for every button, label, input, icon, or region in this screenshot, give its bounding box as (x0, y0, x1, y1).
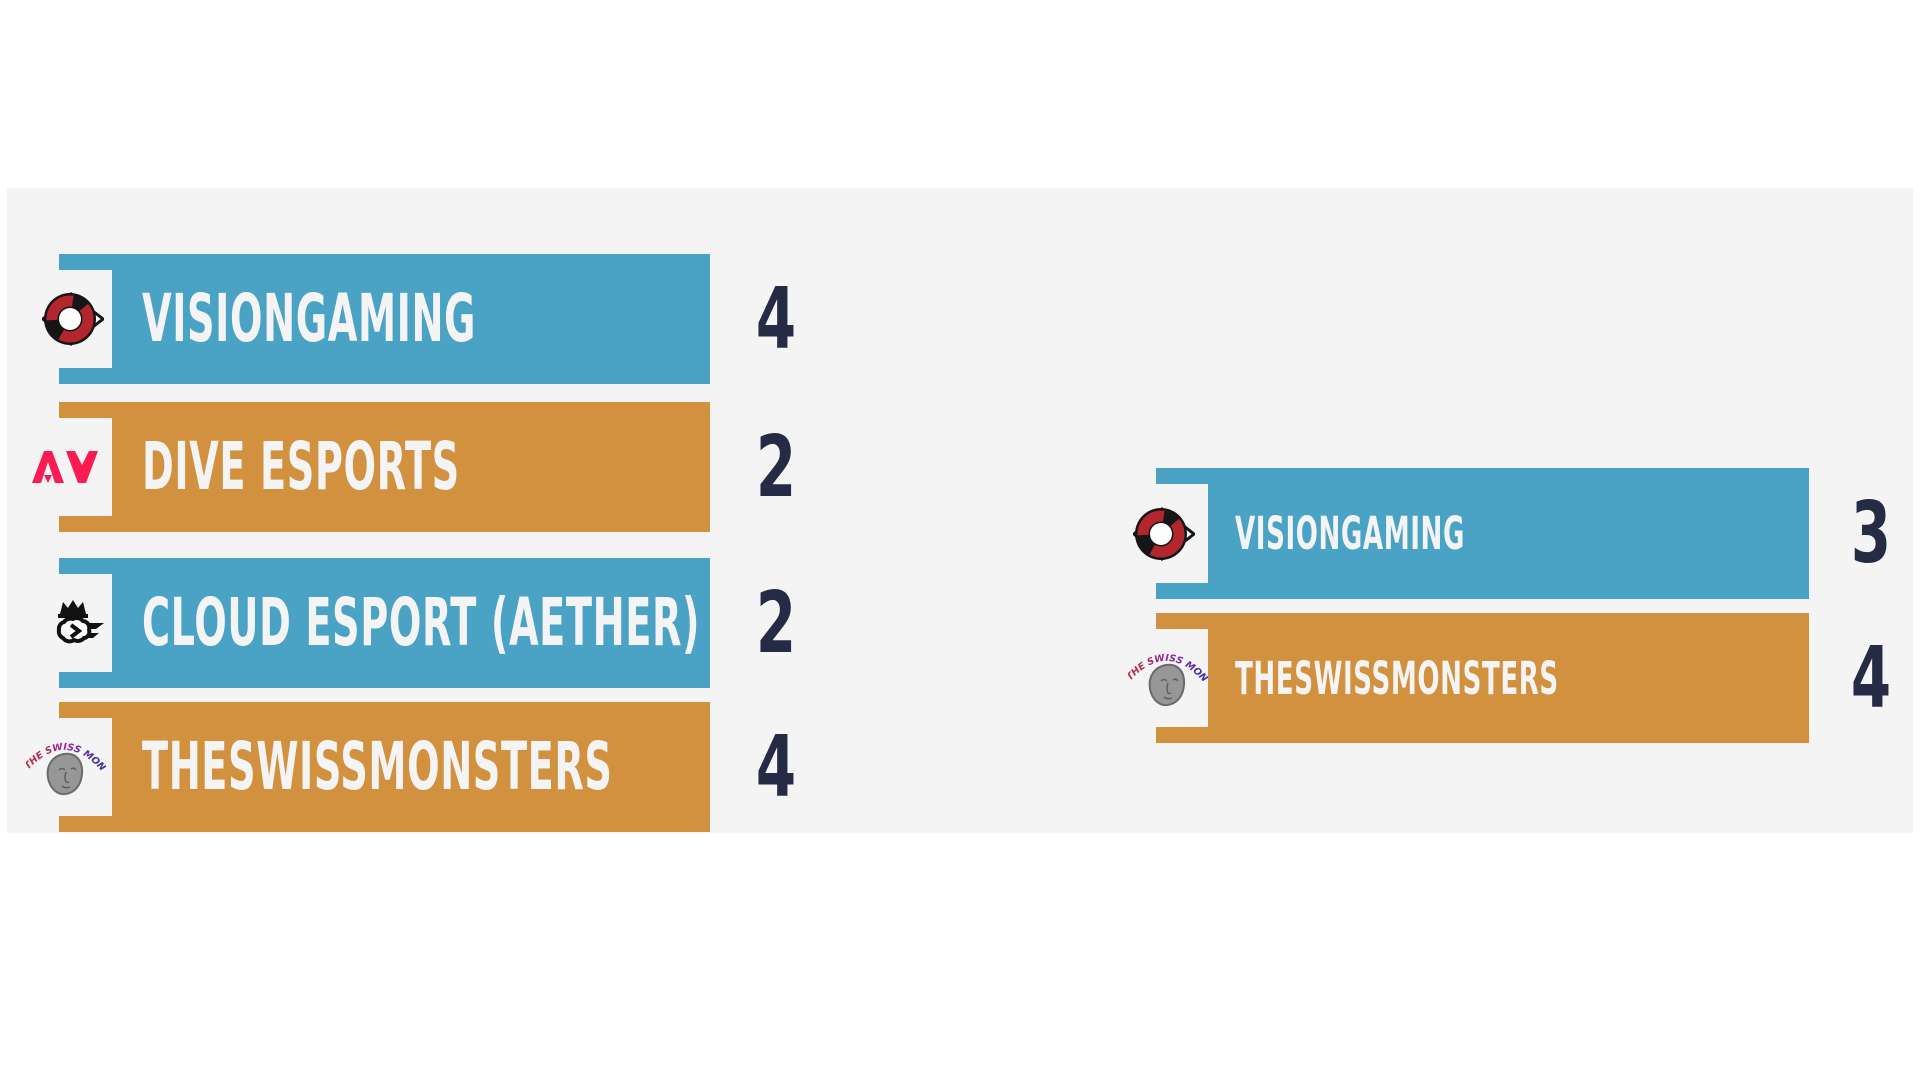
team-score: 2 (755, 573, 797, 673)
bar-body: THESWISSMONSTERS (1208, 613, 1809, 743)
team-score: 2 (755, 417, 797, 517)
team-name-label: VISIONGAMING (1235, 507, 1465, 560)
team-name-label: VISIONGAMING (142, 280, 477, 357)
bar-body: VISIONGAMING (1208, 468, 1809, 599)
team-name-label: DIVE ESPORTS (142, 428, 460, 505)
bar-body: THESWISSMONSTERS (112, 702, 710, 832)
team-name-label: CLOUD ESPORT (AETHER) (142, 584, 701, 661)
team-bar-visiongaming-r2: VISIONGAMING (1131, 468, 1809, 599)
dive-esports-av-logo (31, 450, 99, 484)
team-bar-swissmonsters-r1: THESWISSMONSTERS THE SWISS MONSTERS (22, 702, 710, 832)
team-score: 4 (755, 269, 797, 369)
bar-body: DIVE ESPORTS (112, 402, 710, 532)
visiongaming-eye-logo (1131, 505, 1197, 563)
swissmonsters-stonehead-logo: THE SWISS MONSTERS (22, 726, 108, 800)
swissmonsters-stonehead-logo: THE SWISS MONSTERS (1124, 637, 1210, 711)
team-bar-swissmonsters-r2: THESWISSMONSTERS THE SWISS MONSTERS (1124, 613, 1809, 743)
team-name-label: THESWISSMONSTERS (142, 728, 613, 805)
team-score: 3 (1850, 483, 1892, 583)
team-bar-cloud-esport: CLOUD ESPORT (AETHER) (56, 558, 710, 688)
team-name-label: THESWISSMONSTERS (1235, 651, 1559, 705)
visiongaming-eye-logo (40, 290, 106, 348)
team-bar-visiongaming-r1: VISIONGAMING (40, 254, 710, 384)
team-score: 4 (755, 717, 797, 817)
bar-body: VISIONGAMING (112, 254, 710, 384)
bar-body: CLOUD ESPORT (AETHER) (112, 558, 710, 688)
cloud-esport-crown-wings-logo (47, 597, 105, 649)
team-score: 4 (1850, 628, 1892, 728)
team-bar-dive-esports: DIVE ESPORTS (32, 402, 710, 532)
